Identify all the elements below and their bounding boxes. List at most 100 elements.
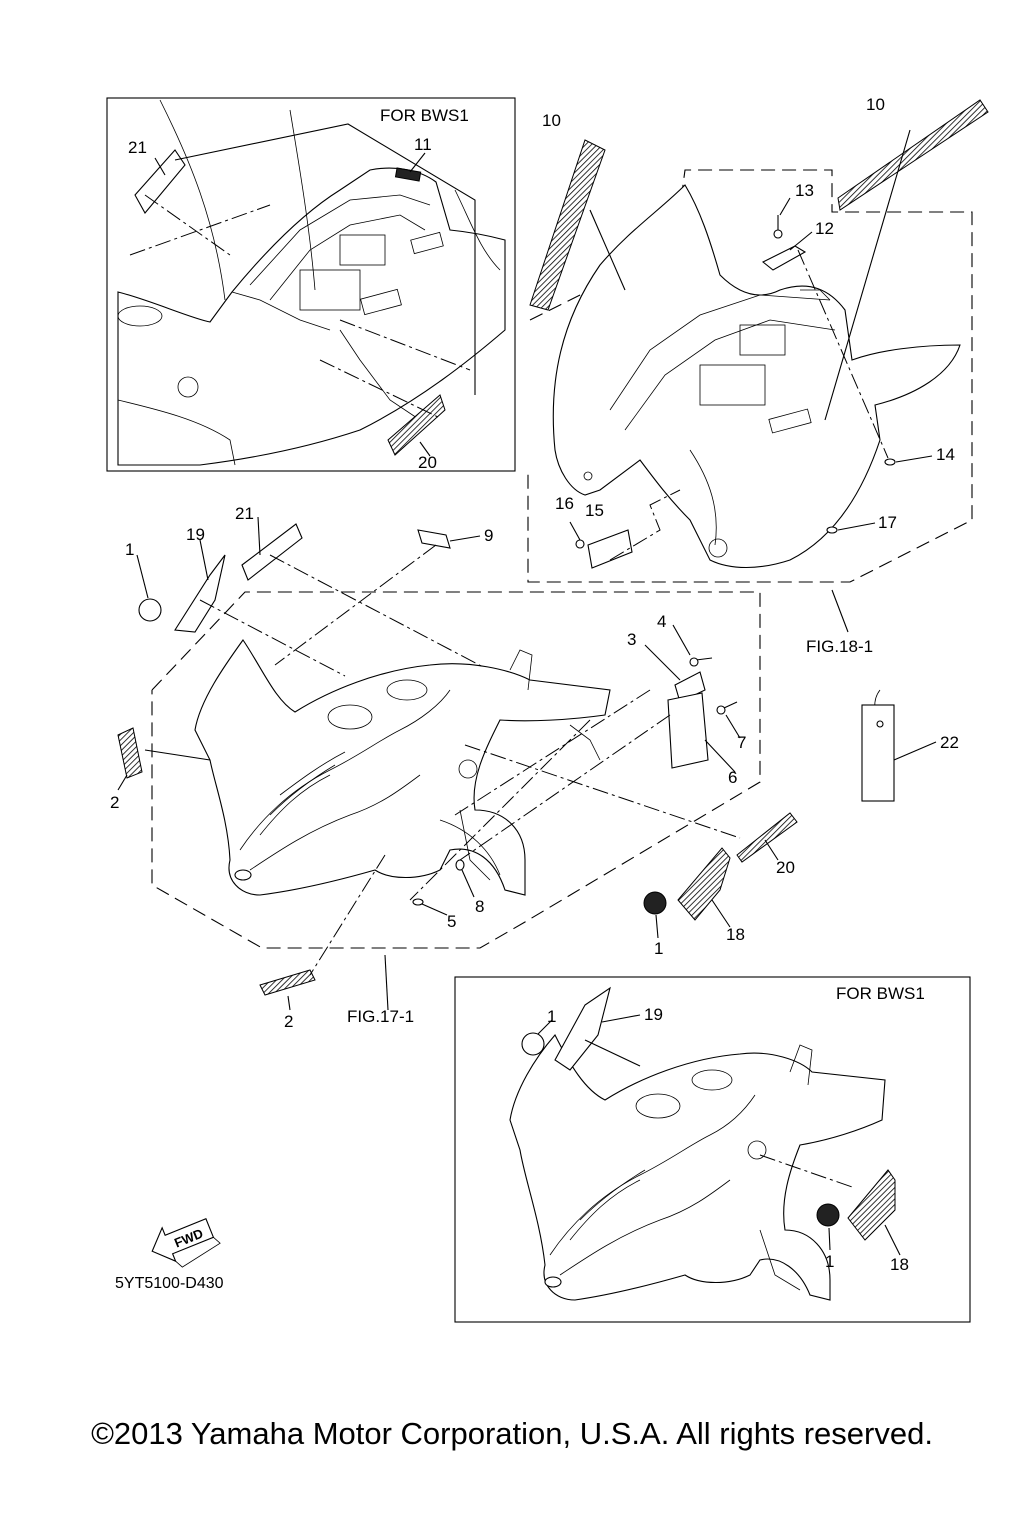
rear-reflector: [708, 538, 728, 558]
copyright-notice: ©2013 Yamaha Motor Corporation, U.S.A. A…: [91, 1416, 933, 1451]
part-22-tag: 22: [861, 689, 959, 802]
inset-br-wheel-arch: [759, 1229, 801, 1291]
callout-10a: 10: [542, 111, 561, 130]
inset-guard-mid: [289, 109, 316, 291]
front-bracket-2: [569, 724, 601, 761]
inset-br-vent-1: [569, 1179, 641, 1241]
inset-br-ref-line: [584, 1039, 641, 1067]
leader-19a: [199, 539, 209, 581]
front-headlight: [234, 869, 252, 881]
leader-4: [672, 624, 691, 656]
leader-17: [837, 522, 876, 531]
rear-dashdot-bolt: [797, 249, 889, 459]
rear-fender-group: 10 10 13 12 14 16 15 17 FIG.18-1: [527, 95, 989, 656]
front-dashdot-5: [409, 719, 591, 901]
front-reflector: [458, 759, 478, 779]
inset-slot: [360, 288, 402, 316]
front-dashdot-6: [459, 714, 671, 861]
plate-3: [674, 671, 706, 703]
inset-br-crease: [549, 1094, 756, 1256]
front-dashdot-9: [274, 544, 437, 666]
washer-14: [884, 458, 896, 466]
front-dashdot-2b: [309, 854, 386, 976]
rear-tray-2: [739, 324, 786, 356]
callout-11: 11: [414, 135, 432, 154]
callout-2a: 2: [110, 793, 119, 812]
callout-7: 7: [737, 733, 746, 752]
callout-8: 8: [475, 897, 484, 916]
washer-17: [826, 526, 838, 534]
leader-13: [779, 197, 791, 216]
bolt-16-head: [575, 539, 585, 549]
callout-13: 13: [795, 181, 814, 200]
leader-3: [644, 644, 681, 681]
decal-21b: [241, 523, 303, 581]
inset-br-headlight: [544, 1276, 562, 1288]
fig-ref-17: FIG.17-1: [347, 1007, 414, 1026]
inset-guard-right: [454, 189, 501, 271]
rear-dashdot-plate: [609, 489, 681, 561]
inset-top-left-frame: [106, 97, 516, 472]
fwd-arrow-depth: [175, 1236, 221, 1268]
emblem-1a: [138, 598, 162, 622]
inset-br-dash-recess: [635, 1093, 681, 1119]
leader-21a: [154, 157, 166, 176]
fig-ref-18: FIG.18-1: [806, 637, 873, 656]
inset-seat-inner: [269, 214, 426, 301]
plate-15: [587, 529, 633, 569]
inset-dashdot-3: [319, 359, 441, 419]
front-dashdot-20: [464, 744, 741, 839]
decal-18a: [677, 847, 731, 921]
callout-4: 4: [657, 612, 666, 631]
leader-22: [893, 741, 937, 761]
leader-fig18: [831, 589, 849, 633]
leader-8: [461, 869, 475, 898]
callout-10b: 10: [866, 95, 885, 114]
tag-hole: [876, 720, 884, 728]
tag-card: [861, 704, 895, 802]
leader-20b: [764, 839, 779, 861]
decal-9: [417, 529, 451, 549]
inset-tray: [299, 269, 361, 311]
rear-decal-10a: [529, 139, 606, 311]
leader-7: [725, 714, 741, 739]
front-dash-recess: [327, 704, 373, 730]
callout-14: 14: [936, 445, 955, 464]
rear-decal-10b: [837, 99, 989, 211]
leader-10a-to-fender: [589, 209, 626, 291]
bolt-7: [723, 701, 738, 709]
front-fender-group: 1 19 21 9 4 3 7 6 2 20 8 5 18 1 2 FIG.17…: [110, 504, 798, 1031]
bolt-16: [569, 521, 581, 541]
front-bracket: [509, 649, 533, 691]
inset-top-left: FOR BWS1 21 11 20: [106, 97, 516, 472]
emblem-1c: [521, 1032, 545, 1056]
front-vent-2: [269, 764, 336, 816]
leader-6: [704, 739, 736, 773]
callout-16: 16: [555, 494, 574, 513]
front-vent-3: [279, 751, 346, 796]
leader-5: [421, 903, 448, 916]
inset-br-dashdot-18: [759, 1154, 856, 1189]
inset-br-vent-2: [579, 1169, 646, 1221]
plate-12: [761, 245, 807, 271]
inset-dashdot-1: [129, 204, 271, 256]
callout-20b: 20: [776, 858, 795, 877]
inset-bottom-right-frame: [454, 976, 971, 1323]
callout-6: 6: [728, 768, 737, 787]
callout-18a: 18: [726, 925, 745, 944]
front-vent-1: [259, 774, 331, 836]
inset-top-left-title: FOR BWS1: [380, 106, 469, 125]
emblem-1b: [643, 891, 667, 915]
inset-seat-rim: [249, 194, 431, 286]
inset-tray-2: [339, 234, 386, 266]
callout-1a: 1: [125, 540, 134, 559]
rear-seat-rim: [609, 294, 831, 411]
emblem-1d: [816, 1203, 840, 1227]
leader-2b: [287, 995, 291, 1011]
bolt-13-head: [773, 229, 783, 239]
front-dashdot-3: [454, 689, 651, 816]
decal-19b: [554, 986, 611, 1071]
leader-19b: [601, 1014, 641, 1023]
callout-20a: 20: [418, 453, 437, 472]
front-dashdot-19: [199, 599, 346, 677]
